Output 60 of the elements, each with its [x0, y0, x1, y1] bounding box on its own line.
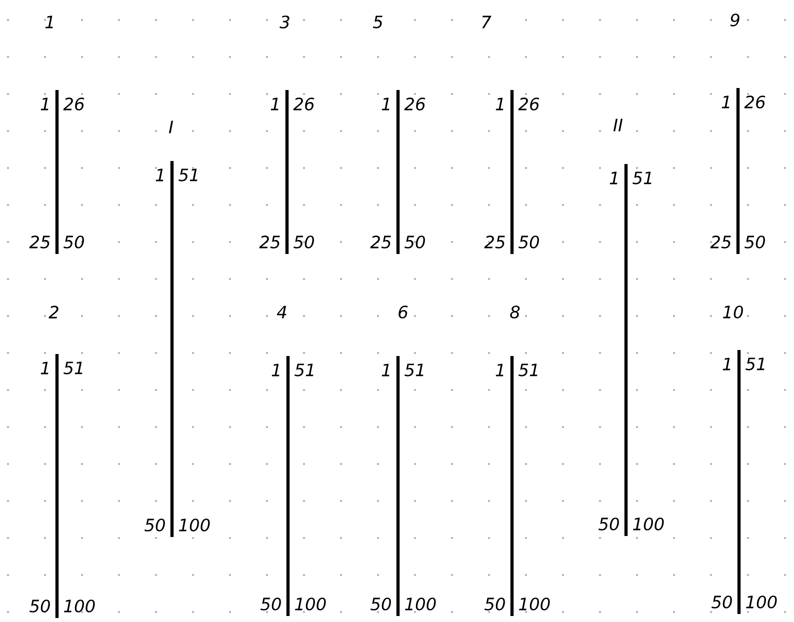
- range-number: 50: [260, 598, 281, 610]
- range-number: 25: [710, 236, 731, 248]
- range-number: 100: [746, 596, 777, 608]
- range-number: 1: [722, 358, 730, 370]
- range-number: 100: [519, 598, 550, 610]
- column-number: 4: [276, 306, 286, 318]
- range-number: 51: [404, 364, 424, 376]
- range-number: 100: [179, 518, 210, 532]
- range-number: 50: [30, 600, 50, 612]
- range-number: 100: [295, 598, 326, 610]
- range-number: 1: [382, 98, 390, 110]
- range-number: 25: [29, 236, 50, 248]
- range-number: 51: [632, 172, 652, 184]
- column-number: II: [613, 118, 623, 132]
- range-number: 26: [744, 96, 766, 108]
- range-number: 1: [722, 96, 730, 108]
- column-number: 10: [723, 306, 743, 318]
- column-number: 7: [482, 16, 492, 28]
- range-number: 50: [598, 518, 619, 530]
- range-number: 1: [610, 172, 618, 184]
- column-number: 5: [372, 16, 382, 28]
- range-number: 50: [64, 236, 84, 248]
- range-number: 50: [484, 598, 505, 610]
- range-number: 51: [178, 168, 198, 182]
- column-number: I: [168, 120, 174, 134]
- range-number: 1: [156, 168, 164, 182]
- range-number: 26: [518, 98, 540, 110]
- range-number: 25: [259, 236, 280, 248]
- range-number: 51: [518, 364, 538, 376]
- range-number: 51: [746, 358, 764, 370]
- column-number: 8: [510, 306, 520, 318]
- column-number: 6: [398, 306, 408, 318]
- range-number: 25: [484, 236, 505, 248]
- range-number: 1: [270, 98, 278, 110]
- column-number: 3: [280, 16, 290, 28]
- range-number: 51: [64, 362, 82, 374]
- range-number: 100: [64, 600, 95, 612]
- range-number: 100: [405, 598, 436, 610]
- range-number: 26: [63, 98, 84, 110]
- range-number: 50: [294, 236, 314, 248]
- range-number: 1: [40, 98, 48, 110]
- column-number: 2: [48, 306, 58, 318]
- range-number: 51: [294, 364, 314, 376]
- range-number: 25: [370, 236, 391, 248]
- column-number: 1: [45, 16, 53, 28]
- range-number: 1: [382, 364, 390, 376]
- range-number: 100: [633, 518, 664, 530]
- range-number: 1: [496, 98, 504, 110]
- range-number: 50: [518, 236, 539, 248]
- range-number: 50: [404, 236, 425, 248]
- range-number: 50: [712, 596, 732, 608]
- range-number: 26: [404, 98, 426, 110]
- range-number: 50: [144, 518, 165, 532]
- range-number: 1: [272, 364, 280, 376]
- range-number: 26: [293, 98, 314, 110]
- range-number: 1: [496, 364, 504, 376]
- range-number: 50: [744, 236, 765, 248]
- column-number: 9: [730, 14, 740, 26]
- range-number: 50: [370, 598, 391, 610]
- range-number: 1: [40, 362, 48, 374]
